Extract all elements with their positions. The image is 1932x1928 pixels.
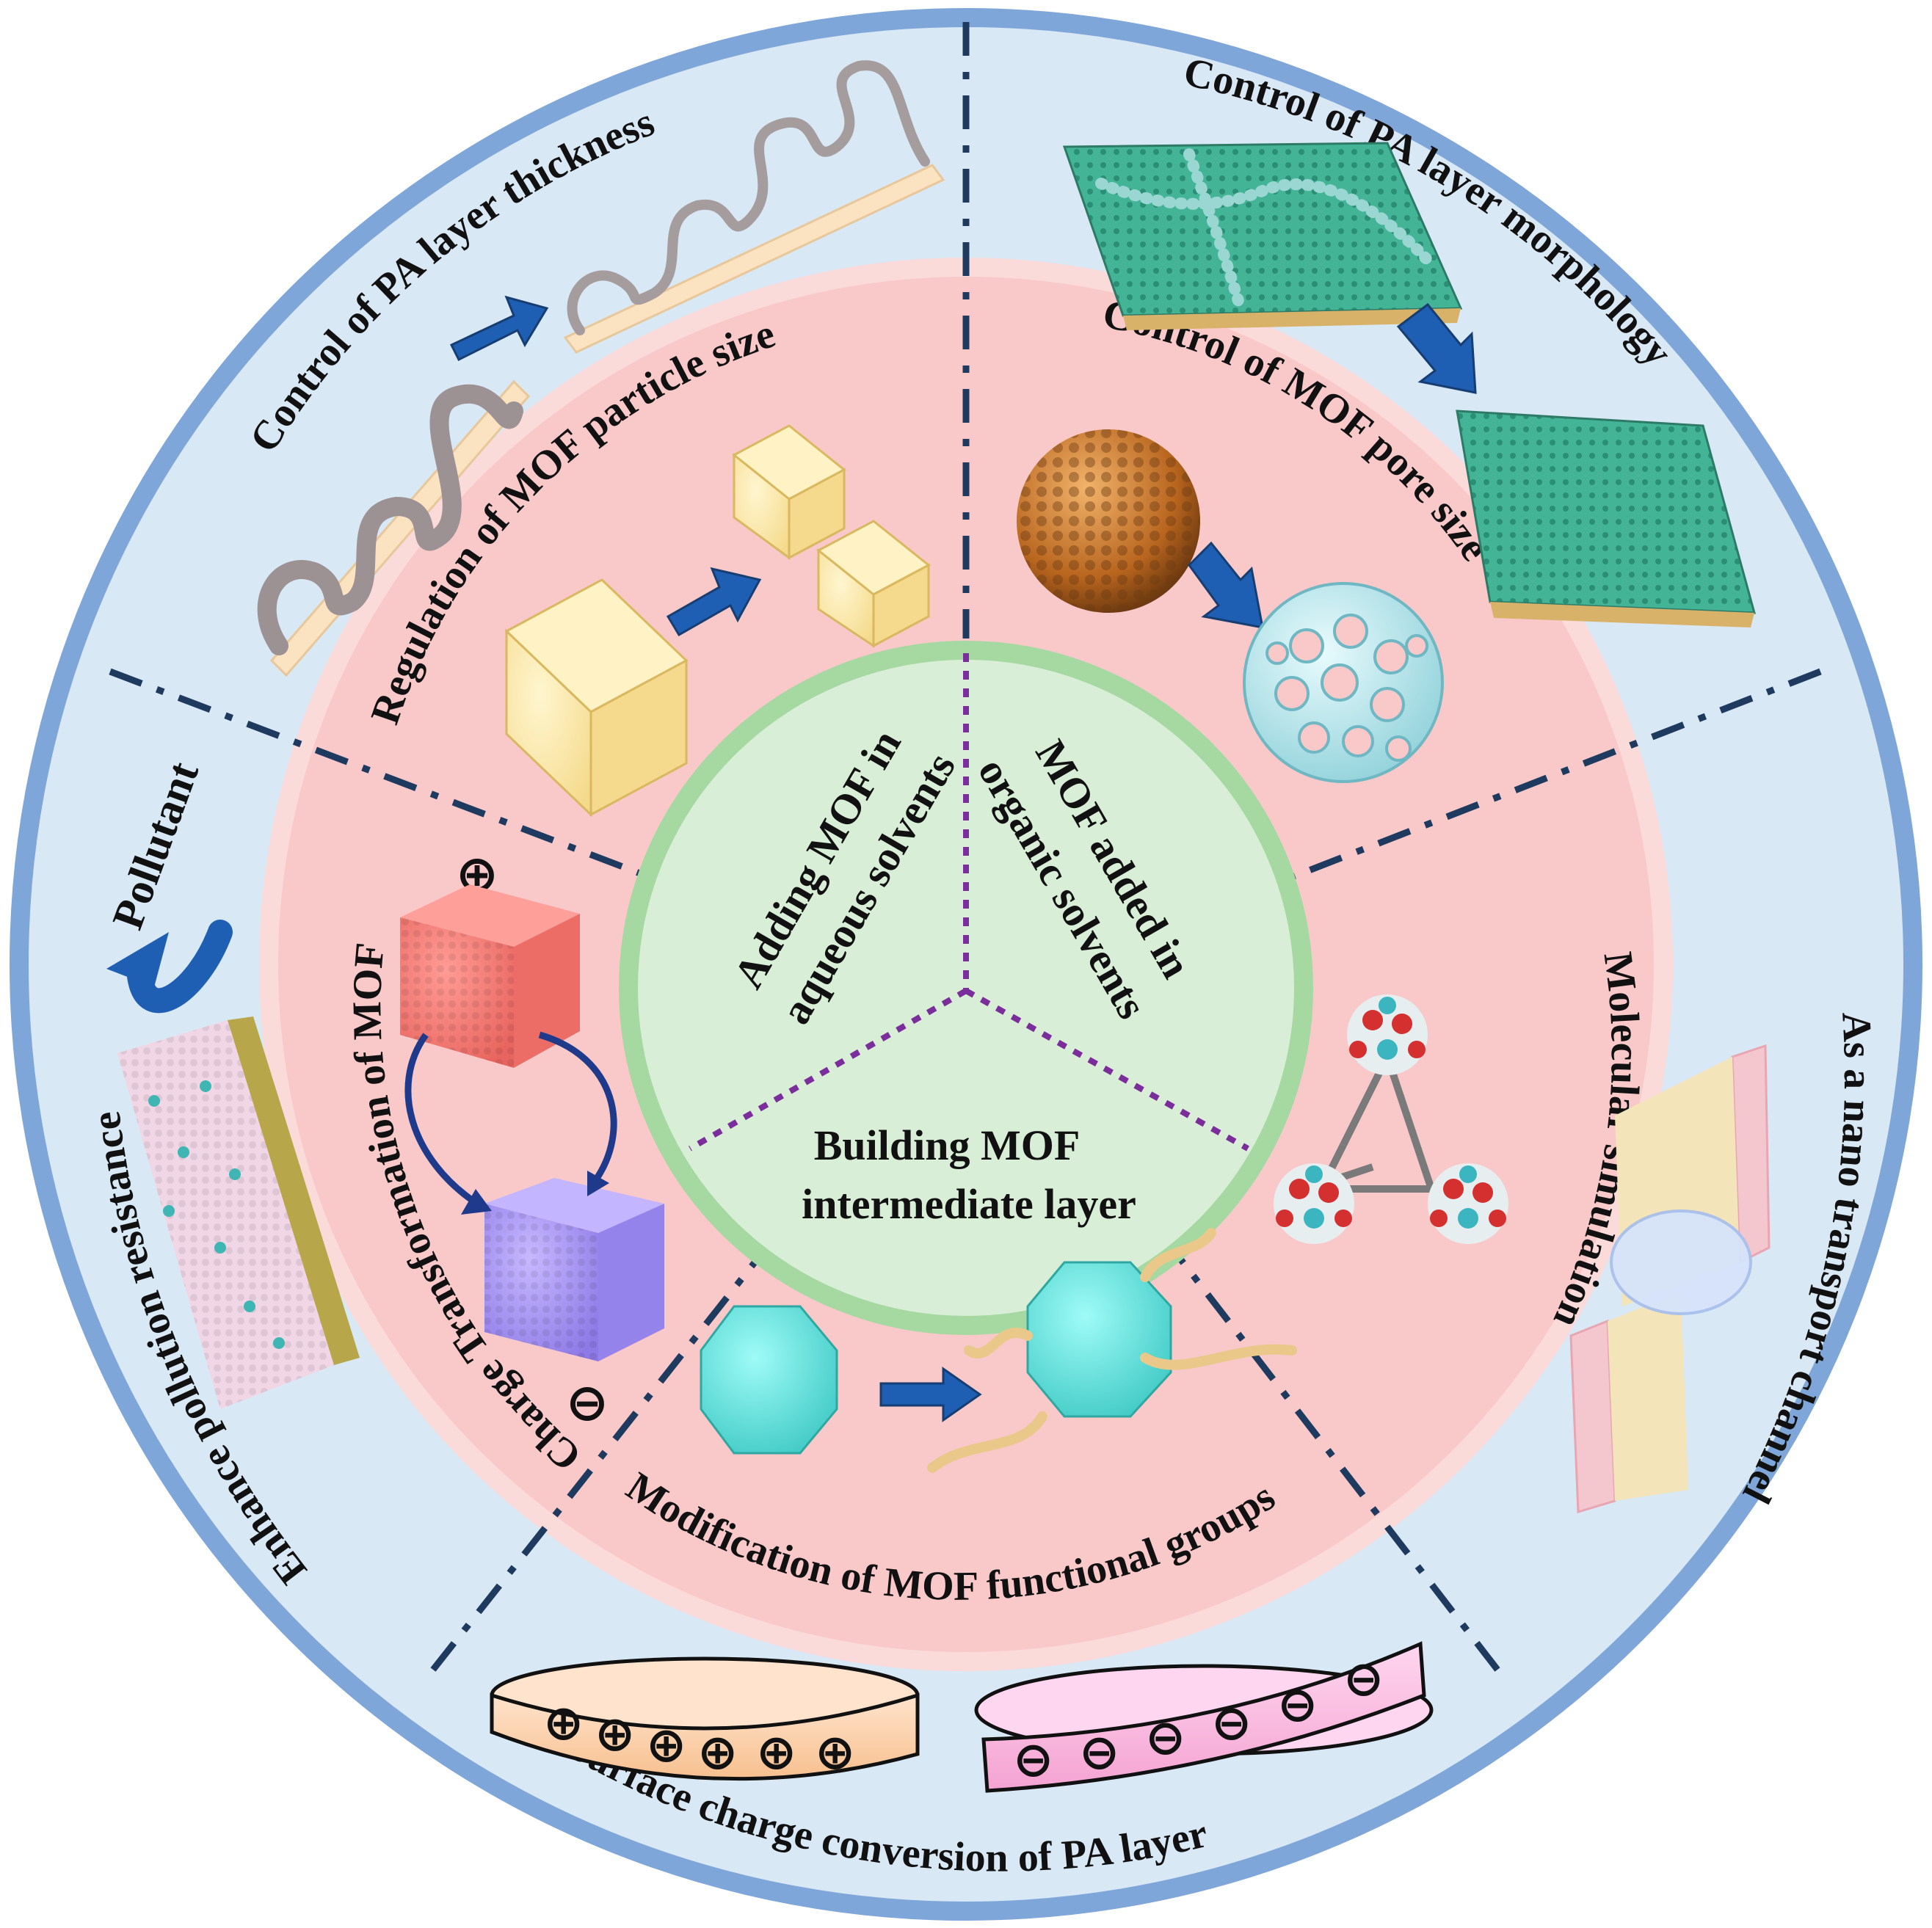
arrow-functional-icon [879,1367,982,1422]
mof-particle-size-illustration [504,424,931,818]
outer-dividers [109,22,1822,1672]
plus-sign: ⊕ [756,1724,796,1780]
cycle-arrowhead-right-icon [587,1171,609,1196]
cluster-top [1347,994,1428,1075]
positive-bar-signs: ⊕ ⊕ ⊕ ⊕ ⊕ ⊕ [543,1695,855,1780]
channel-membrane-bottom-icon [1569,1319,1616,1513]
deflect-arrowhead-icon [106,932,169,987]
positive-cube-icon [400,884,580,1068]
pa-morphology-illustration [1062,142,1756,627]
nano-channel-illustration [1569,1044,1771,1513]
minus-sign: ⊖ [1145,1709,1185,1766]
thick-pa-layer-icon [257,379,531,677]
cluster-left [1274,1163,1354,1244]
negative-bar-icon: ⊖ ⊖ ⊖ ⊖ ⊖ ⊖ [974,1641,1434,1793]
charge-transformation-illustration: ⊕ ⊖ [400,844,664,1433]
small-cube-icon [732,424,846,560]
divider-upper-right [1290,668,1822,881]
functional-groups-illustration [700,1228,1297,1473]
channel-membrane-top-icon [1731,1044,1771,1265]
plus-sign: ⊕ [815,1724,855,1780]
dense-sphere-icon [1017,429,1200,613]
fouling-membrane-icon [117,1016,360,1409]
intermediate-line1: Building MOF [814,1121,1081,1169]
plus-sign: ⊕ [543,1695,584,1751]
deflect-arrow-icon [127,920,233,1014]
cluster-right [1428,1163,1508,1244]
minus-sign: ⊖ [1079,1724,1119,1780]
thin-pa-layer-icon [563,60,945,354]
channel-bubble-icon [1610,1209,1752,1315]
intermediate-line2: intermediate layer [802,1180,1136,1228]
negative-cube-icon [484,1178,664,1361]
pa-thickness-illustration [257,60,945,677]
center-label-intermediate: Building MOF intermediate layer [802,1121,1136,1228]
pollution-resistance-illustration: Pollutant [103,755,360,1409]
porous-sphere-icon [1243,582,1444,783]
mof-pore-size-illustration [1017,429,1444,783]
surface-charge-illustration: ⊕ ⊕ ⊕ ⊕ ⊕ ⊕ ⊖ ⊖ ⊖ ⊖ ⊖ ⊖ [490,1641,1434,1793]
arrow-pore-icon [1188,541,1264,629]
divider-lower-left [430,1249,766,1672]
negative-bar-signs: ⊖ ⊖ ⊖ ⊖ ⊖ ⊖ [1013,1651,1384,1788]
minus-sign: ⊖ [1343,1651,1384,1707]
cycle-arrow-right-icon [538,1031,617,1184]
octagon-mof-icon [700,1305,838,1455]
divider-lower-right [1172,1249,1500,1672]
minus-sign: ⊖ [1211,1695,1252,1751]
inner-divider-left [689,988,967,1152]
arrow-particle-icon [666,567,762,637]
membrane-smooth-icon [1456,410,1756,627]
plus-sign: ⊕ [697,1724,738,1780]
large-cube-icon [504,578,689,818]
membrane-rough-icon [1062,142,1463,330]
inner-divider-right [965,988,1249,1152]
plus-sign: ⊕ [595,1706,635,1762]
minus-sign: ⊖ [1277,1676,1318,1733]
negative-charge-icon: ⊖ [566,1372,609,1433]
cycle-arrow-left-icon [404,1033,479,1207]
small-cube-icon [816,520,931,648]
cycle-arrowhead-left-icon [461,1189,492,1215]
octagon-modified-icon [927,1228,1297,1473]
center-dividers [689,653,1249,1152]
minus-sign: ⊖ [1013,1731,1053,1788]
divider-upper-left [109,668,651,881]
arrow-morphology-icon [1396,302,1477,394]
positive-bar-icon: ⊕ ⊕ ⊕ ⊕ ⊕ ⊕ [490,1656,920,1781]
channel-layer-lower-icon [1608,1292,1688,1501]
arrow-thickness-icon [449,295,549,362]
molecular-structure-icon [1274,994,1508,1244]
plus-sign: ⊕ [646,1717,686,1773]
